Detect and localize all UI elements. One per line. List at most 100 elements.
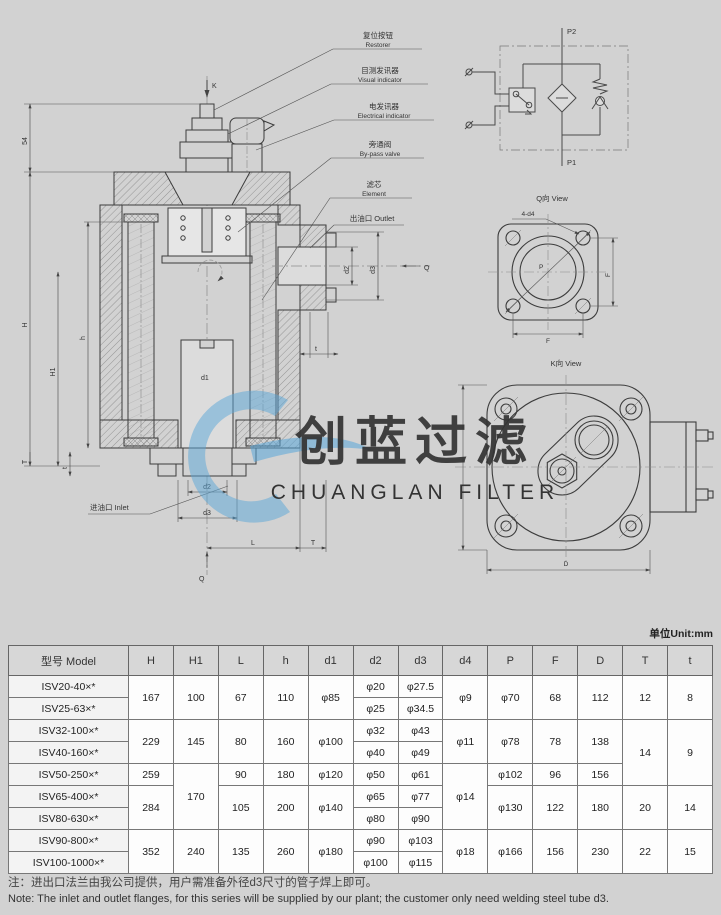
dim-cell: φ77 bbox=[397, 785, 444, 808]
dim-cell: φ14 bbox=[442, 763, 489, 830]
dim-cell: 156 bbox=[577, 763, 624, 786]
callout-en: Restorer bbox=[366, 42, 392, 49]
dim-cell: φ90 bbox=[352, 829, 399, 852]
dim-cell: 156 bbox=[532, 829, 579, 874]
hydraulic-schematic: P2 P1 bbox=[464, 27, 629, 167]
brand-watermark: 创蓝过滤 CHUANGLAN FILTER bbox=[188, 390, 554, 523]
dim-label-p: P bbox=[539, 264, 543, 271]
dim-label-d3-right: d3 bbox=[370, 266, 377, 274]
model-cell: ISV32-100×* bbox=[8, 719, 129, 742]
callout-en: By-pass valve bbox=[360, 151, 401, 158]
q-view-label: Q向 View bbox=[536, 193, 568, 203]
dim-cell: 167 bbox=[128, 675, 174, 720]
dim-cell: 8 bbox=[667, 675, 713, 720]
column-header: d2 bbox=[352, 645, 399, 676]
note-en: Note: The inlet and outlet flanges, for … bbox=[8, 893, 609, 905]
watermark-cn: 创蓝过滤 bbox=[294, 414, 535, 472]
callout-labels: 复位按钮 Restorer 目测发讯器 Visual indicator 电发讯… bbox=[213, 30, 434, 301]
dim-cell: φ100 bbox=[307, 719, 354, 764]
dim-cell: φ70 bbox=[487, 675, 534, 720]
callout-cn: 旁通阀 bbox=[369, 139, 392, 149]
unit-label: 单位Unit:mm bbox=[649, 628, 713, 640]
dim-cell: φ140 bbox=[307, 785, 354, 830]
column-header: t bbox=[667, 645, 713, 676]
column-header: T bbox=[622, 645, 669, 676]
dim-cell: 240 bbox=[172, 829, 219, 874]
dim-cell: 135 bbox=[217, 829, 264, 874]
callout-cn: 滤芯 bbox=[367, 179, 382, 189]
dim-label-q-right: Q bbox=[424, 265, 430, 272]
q-view: Q向 View 4-d4 P F F bbox=[488, 193, 618, 345]
k-view: K向 View D bbox=[455, 358, 716, 574]
dim-cell: 68 bbox=[532, 675, 579, 720]
callout-bypass-valve: 旁通阀 By-pass valve bbox=[237, 139, 424, 233]
dim-cell: φ49 bbox=[397, 741, 444, 764]
dim-label-L: L bbox=[251, 540, 255, 547]
dim-label-54: 54 bbox=[22, 137, 29, 145]
column-header: h bbox=[262, 645, 309, 676]
dim-cell: 230 bbox=[577, 829, 624, 874]
callout-en: Electrical indicator bbox=[358, 113, 412, 120]
q-view-holes-label: 4-d4 bbox=[521, 211, 534, 218]
dim-cell: φ18 bbox=[442, 829, 489, 874]
dim-label-k: K bbox=[212, 83, 217, 90]
callout-en: Visual indicator bbox=[358, 77, 403, 84]
dim-cell: φ65 bbox=[352, 785, 399, 808]
dim-cell: φ11 bbox=[442, 719, 489, 764]
dim-label-H: H bbox=[22, 322, 29, 327]
technical-drawing: K 54 H H1 h T t d1 d2 d3 Q t d2 d3 L T Q… bbox=[22, 27, 716, 583]
column-header: H1 bbox=[172, 645, 219, 676]
dim-cell: φ20 bbox=[352, 675, 399, 698]
dim-cell: φ25 bbox=[352, 697, 399, 720]
dim-cell: 15 bbox=[667, 829, 713, 874]
dim-cell: 138 bbox=[577, 719, 624, 764]
dim-cell: 122 bbox=[532, 785, 579, 830]
dim-cell: 229 bbox=[128, 719, 174, 764]
dim-label-d3-bottom: d3 bbox=[203, 510, 211, 517]
dim-cell: 180 bbox=[262, 763, 309, 786]
model-cell: ISV50-250×* bbox=[8, 763, 129, 786]
dim-label-T-bottom: T bbox=[311, 540, 316, 547]
callout-visual-indicator: 目测发讯器 Visual indicator bbox=[227, 65, 428, 135]
dim-cell: φ90 bbox=[397, 807, 444, 830]
dim-cell: 260 bbox=[262, 829, 309, 874]
dim-label-h: h bbox=[80, 336, 87, 340]
main-dimension-labels: K 54 H H1 h T t d1 d2 d3 Q t d2 d3 L T Q… bbox=[22, 83, 430, 583]
dim-cell: 160 bbox=[262, 719, 309, 764]
dim-cell: 110 bbox=[262, 675, 309, 720]
dim-cell: 352 bbox=[128, 829, 174, 874]
dim-cell: φ115 bbox=[397, 851, 444, 874]
dim-cell: φ80 bbox=[352, 807, 399, 830]
callout-outlet: 出油口 Outlet bbox=[309, 213, 404, 249]
dim-cell: 200 bbox=[262, 785, 309, 830]
dim-cell: 145 bbox=[172, 719, 219, 764]
callout-cn: 目测发讯器 bbox=[361, 65, 399, 75]
dim-cell: 100 bbox=[172, 675, 219, 720]
column-header: d1 bbox=[307, 645, 354, 676]
dim-label-t-right: t bbox=[315, 346, 317, 353]
column-header: D bbox=[577, 645, 624, 676]
brand-swoosh-wing-icon bbox=[250, 436, 372, 462]
dim-label-T-left: T bbox=[22, 459, 29, 464]
dim-label-f-right: F bbox=[605, 273, 612, 277]
note-cn: 注：进出口法兰由我公司提供，用户需准备外径d3尺寸的管子焊上即可。 bbox=[8, 877, 378, 889]
callout-cn: 出油口 Outlet bbox=[350, 213, 396, 223]
dim-cell: φ50 bbox=[352, 763, 399, 786]
dim-cell: 78 bbox=[532, 719, 579, 764]
callout-element: 滤芯 Element bbox=[261, 179, 412, 301]
dim-cell: 20 bbox=[622, 785, 669, 830]
dim-cell: 14 bbox=[667, 785, 713, 830]
column-header: 型号 Model bbox=[8, 645, 129, 676]
dim-label-t-left: t bbox=[62, 467, 69, 469]
dim-cell: φ102 bbox=[487, 763, 534, 786]
dim-cell: 90 bbox=[217, 763, 264, 786]
dim-cell: φ180 bbox=[307, 829, 354, 874]
dim-cell: φ61 bbox=[397, 763, 444, 786]
dim-label-q-bottom: Q bbox=[199, 576, 205, 583]
dim-label-d2-right: d2 bbox=[344, 266, 351, 274]
column-header: P bbox=[487, 645, 534, 676]
